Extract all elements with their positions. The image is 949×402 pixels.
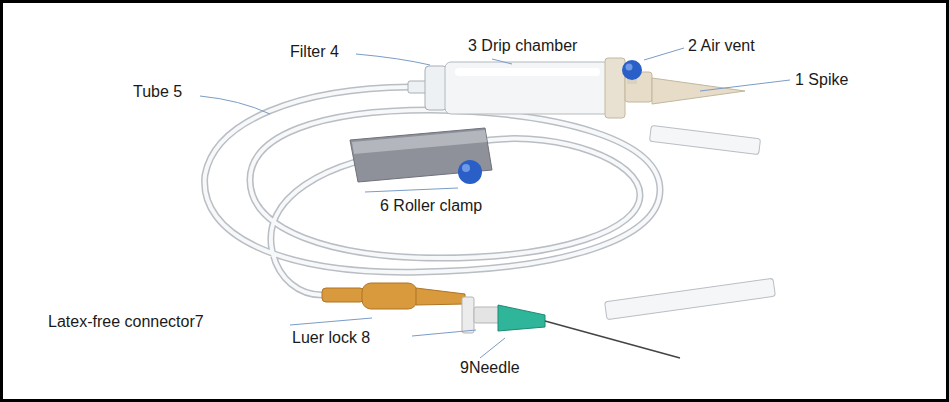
spike-cap [649,125,760,154]
filter [408,66,447,110]
roller-clamp [350,128,492,184]
tube [205,87,660,295]
air-vent [622,60,642,84]
part-label: Luer lock 8 [292,328,370,347]
luer-lock [462,297,500,333]
part-label: 9Needle [460,358,520,377]
part-label: 1 Spike [795,70,848,89]
part-label: 3 Drip chamber [468,36,577,55]
latex-free-connector [322,283,465,309]
leader-lines [200,48,790,358]
needle [498,305,680,358]
needle-cap [605,278,776,319]
part-label: Tube 5 [133,82,182,101]
part-label: 6 Roller clamp [380,196,482,215]
drip-chamber [445,62,610,114]
part-label: 2 Air vent [688,36,755,55]
part-label: Filter 4 [290,42,339,61]
part-label: Latex-free connector7 [48,312,204,331]
